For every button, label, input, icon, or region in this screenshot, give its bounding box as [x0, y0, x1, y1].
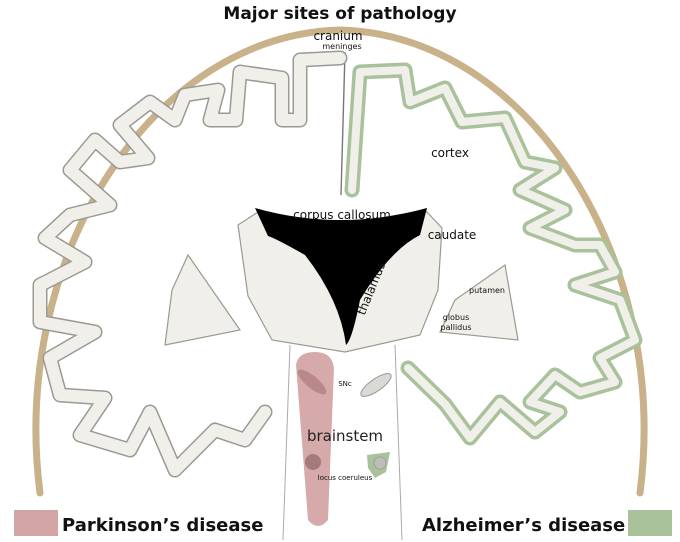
- right-basal-ganglia: [439, 263, 519, 341]
- locus-coeruleus-left: [305, 454, 321, 470]
- legend-swatch-alzheimer: [628, 510, 672, 536]
- brainstem-outline: [282, 344, 403, 541]
- legend-label-alzheimer: Alzheimer’s disease: [422, 515, 625, 536]
- cranium-label: cranium: [313, 29, 362, 43]
- locus-coeruleus-label: locus coeruleus: [318, 474, 373, 482]
- caudate-label: caudate: [428, 228, 477, 242]
- cortex-label: cortex: [431, 146, 469, 160]
- legend-swatch-parkinson: [14, 510, 58, 536]
- locus-coeruleus-right-core: [373, 456, 387, 470]
- parkinson-brainstem: [296, 352, 334, 526]
- right-cortex-ribbon: [348, 66, 639, 442]
- corpus-callosum-label: corpus callosum: [293, 208, 391, 222]
- globus-pallidus-label-1: globus: [443, 313, 470, 322]
- corpus-callosum: [255, 208, 427, 345]
- globus-pallidus-label-2: pallidus: [441, 323, 472, 332]
- snc-left: [297, 369, 327, 395]
- putamen-label: putamen: [469, 286, 505, 295]
- diagram-title: Major sites of pathology: [223, 4, 456, 24]
- brainstem-label: brainstem: [307, 427, 383, 445]
- snc-right: [360, 373, 392, 397]
- legend-label-parkinson: Parkinson’s disease: [62, 515, 263, 536]
- left-basal-ganglia: [164, 253, 242, 346]
- snc-label: SNc: [338, 380, 352, 388]
- midline-falx: [340, 51, 346, 196]
- meninges-label: meninges: [322, 42, 361, 51]
